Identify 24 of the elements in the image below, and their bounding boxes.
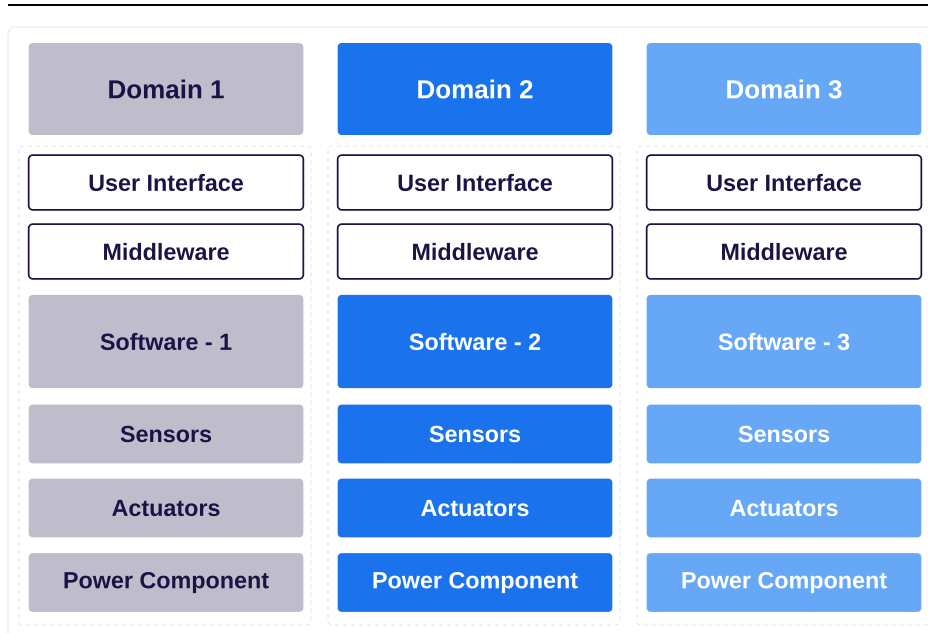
column-frame [636,146,928,626]
domain-header: Domain 3 [646,43,922,135]
layer-box: Software - 1 [28,294,304,388]
layer-box: Middleware [336,223,614,280]
layer-box: Middleware [28,223,304,280]
layer-box: Sensors [338,404,612,464]
domain-header: Domain 2 [338,43,612,135]
layer-box: Actuators [28,478,304,538]
layer-box: Sensors [28,404,304,464]
column-frame [328,146,620,626]
layer-box: Software - 3 [646,294,922,388]
layer-box: Actuators [338,478,612,538]
layer-box: Power Component [28,553,304,612]
layer-box: User Interface [336,154,614,211]
layer-box: User Interface [646,154,922,211]
layer-box: Power Component [338,553,612,612]
layer-box: Power Component [646,553,922,612]
layer-box: User Interface [28,154,304,211]
layer-box: Actuators [646,478,922,538]
layer-box: Sensors [646,404,922,464]
domain-header: Domain 1 [28,43,304,135]
column-frame [18,146,312,626]
layer-box: Middleware [646,223,922,280]
layer-box: Software - 2 [338,294,612,388]
